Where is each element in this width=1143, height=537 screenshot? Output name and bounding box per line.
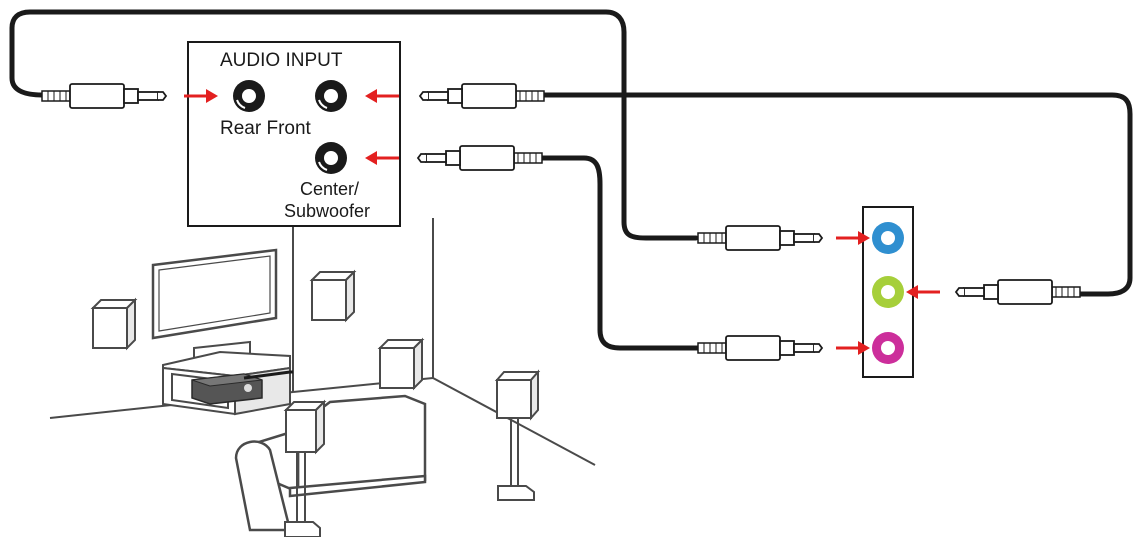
center-subwoofer-input-jack-icon[interactable] xyxy=(314,141,348,175)
rear-front-label: Rear Front xyxy=(220,118,312,139)
blue-line-out-jack-icon[interactable] xyxy=(872,222,904,254)
panel-title: AUDIO INPUT xyxy=(220,50,343,71)
tv-icon xyxy=(151,248,278,362)
audio-plug-icon xyxy=(955,279,1081,305)
center-label: Center/ xyxy=(300,179,359,199)
cable-wires xyxy=(9,9,1133,351)
speaker-right-icon xyxy=(379,339,423,389)
speaker-rear-back-icon xyxy=(311,271,355,321)
subwoofer-label: Subwoofer xyxy=(284,201,370,221)
lime-line-out-jack-icon[interactable] xyxy=(872,276,904,308)
pink-jack-icon[interactable] xyxy=(872,332,904,364)
tower-speaker-left-icon xyxy=(283,399,327,537)
audio-plug-icon xyxy=(697,225,823,251)
pc-audio-output-panel xyxy=(862,206,914,378)
tower-speaker-right-icon xyxy=(494,369,541,501)
audio-plug-icon xyxy=(41,83,167,109)
sofa-icon xyxy=(234,394,427,532)
front-input-jack-icon[interactable] xyxy=(314,79,348,113)
audio-plug-icon xyxy=(417,145,543,171)
speaker-left-icon xyxy=(92,299,136,349)
audio-plug-icon xyxy=(697,335,823,361)
rear-input-jack-icon[interactable] xyxy=(232,79,266,113)
audio-plug-icon xyxy=(419,83,545,109)
audio-input-panel: AUDIO INPUT Rear Front Center/ Subwoofer xyxy=(187,41,401,227)
receiver-cable xyxy=(243,370,293,380)
